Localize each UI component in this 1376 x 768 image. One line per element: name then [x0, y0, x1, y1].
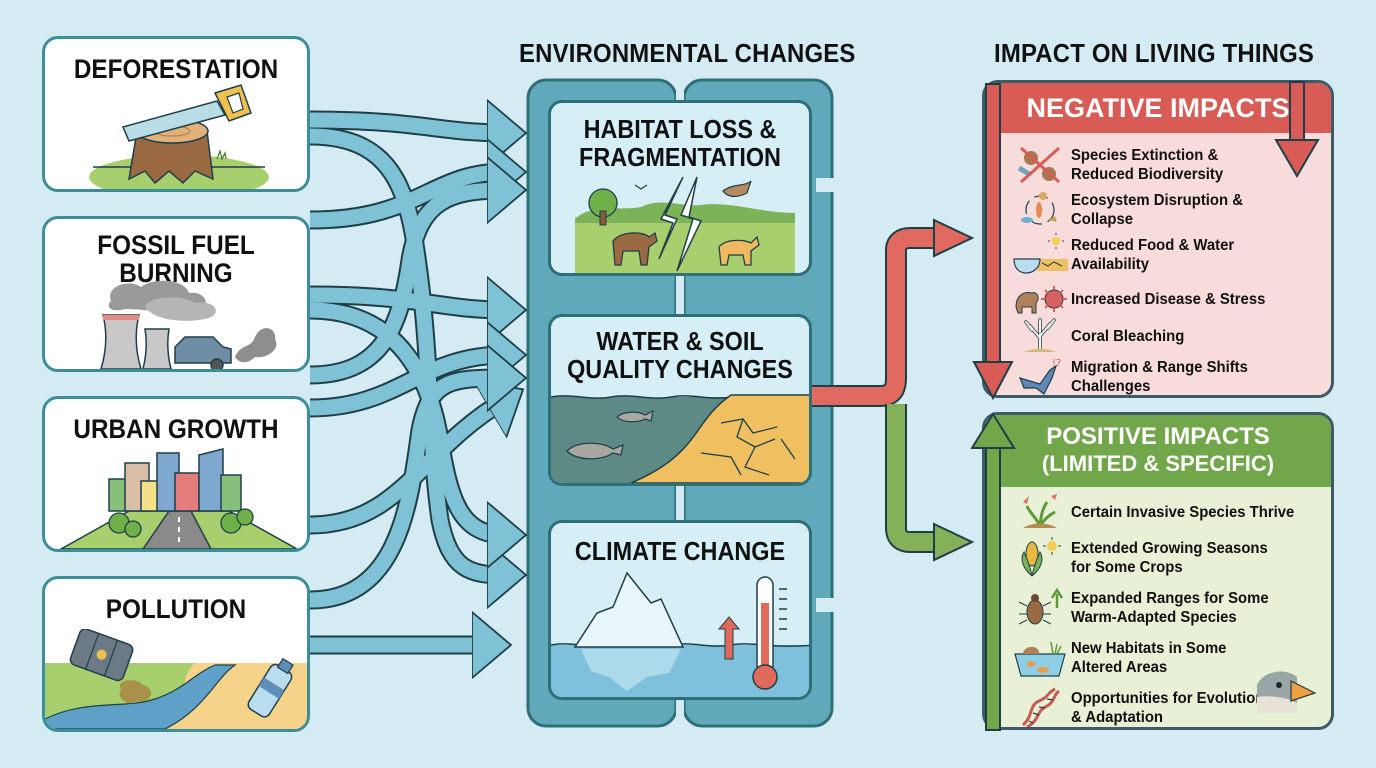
cause-card-urban-growth: URBAN GROWTH: [42, 396, 310, 552]
city-road-icon: [59, 448, 299, 549]
factory-car-smoke-icon: [100, 280, 277, 369]
cause-title: FOSSIL FUEL BURNING: [97, 230, 255, 288]
positive-impacts-header: POSITIVE IMPACTS (LIMITED & SPECIFIC): [985, 415, 1331, 487]
finch-bird-icon: [1257, 671, 1317, 713]
change-card-water-soil-quality: WATER & SOIL QUALITY CHANGES: [548, 314, 812, 486]
corn-sun-icon: [1009, 536, 1071, 580]
food-cycle-icon: [1009, 188, 1071, 232]
positive-impact-item: Opportunities for Evolution& Adaptation: [1009, 683, 1313, 727]
negative-impact-item: Coral Bleaching: [1009, 318, 1313, 353]
crossed-out-animals-icon: [1009, 143, 1071, 187]
saw-stump-icon: [89, 84, 269, 189]
cause-title: DEFORESTATION: [73, 54, 279, 84]
confused-bird-icon: !?: [1009, 355, 1071, 395]
negative-impacts-title: NEGATIVE IMPACTS: [985, 83, 1331, 133]
cause-title: URBAN GROWTH: [73, 414, 279, 444]
barrel-river-bottle-icon: [45, 629, 307, 729]
iceberg-thermometer-icon: [551, 571, 809, 697]
positive-impact-item: Certain Invasive Species Thrive: [1009, 491, 1313, 533]
change-title: HABITAT LOSS & FRAGMENTATION: [579, 114, 781, 172]
split-habitat-animals-icon: [575, 176, 795, 273]
dna-icon: [1009, 686, 1071, 727]
pond-habitat-icon: [1009, 636, 1071, 680]
cause-title: POLLUTION: [105, 594, 247, 624]
bleached-coral-icon: [1009, 314, 1071, 358]
change-title: CLIMATE CHANGE: [574, 536, 786, 566]
change-title: WATER & SOIL QUALITY CHANGES: [567, 326, 793, 384]
positive-impacts-subtitle: (LIMITED & SPECIFIC): [1041, 451, 1275, 476]
environmental-changes-heading: ENVIRONMENTAL CHANGES: [519, 38, 856, 68]
negative-impact-item: Increased Disease & Stress: [1009, 279, 1313, 319]
negative-impacts-list: Species Extinction &Reduced Biodiversity…: [1009, 141, 1313, 395]
impact-on-living-things-heading: IMPACT ON LIVING THINGS: [994, 38, 1315, 68]
empty-bowl-drought-icon: [1009, 233, 1071, 277]
beetle-up-arrow-icon: [1009, 586, 1071, 630]
negative-impact-item: Ecosystem Disruption & Collapse: [1009, 189, 1313, 231]
negative-impact-item: Species Extinction &Reduced Biodiversity: [1009, 141, 1313, 189]
cause-card-deforestation: DEFORESTATION: [42, 36, 310, 192]
cause-card-pollution: POLLUTION: [42, 576, 310, 732]
cause-card-fossil-fuel-burning: FOSSIL FUEL BURNING: [42, 216, 310, 372]
positive-impacts-title: POSITIVE IMPACTS: [1046, 423, 1270, 450]
negative-impacts-panel: NEGATIVE IMPACTS Species Extinction &Red…: [982, 80, 1334, 398]
svg-text:!?: !?: [1052, 358, 1061, 369]
spreading-plant-icon: [1009, 490, 1071, 534]
positive-impacts-list: Certain Invasive Species Thrive Extended…: [1009, 491, 1313, 727]
change-card-climate-change: CLIMATE CHANGE: [548, 520, 812, 700]
positive-impacts-panel: POSITIVE IMPACTS (LIMITED & SPECIFIC) Ce…: [982, 412, 1334, 730]
change-card-habitat-loss: HABITAT LOSS & FRAGMENTATION: [548, 100, 812, 276]
animal-virus-icon: [1009, 277, 1071, 321]
water-cracked-soil-icon: [551, 393, 809, 483]
